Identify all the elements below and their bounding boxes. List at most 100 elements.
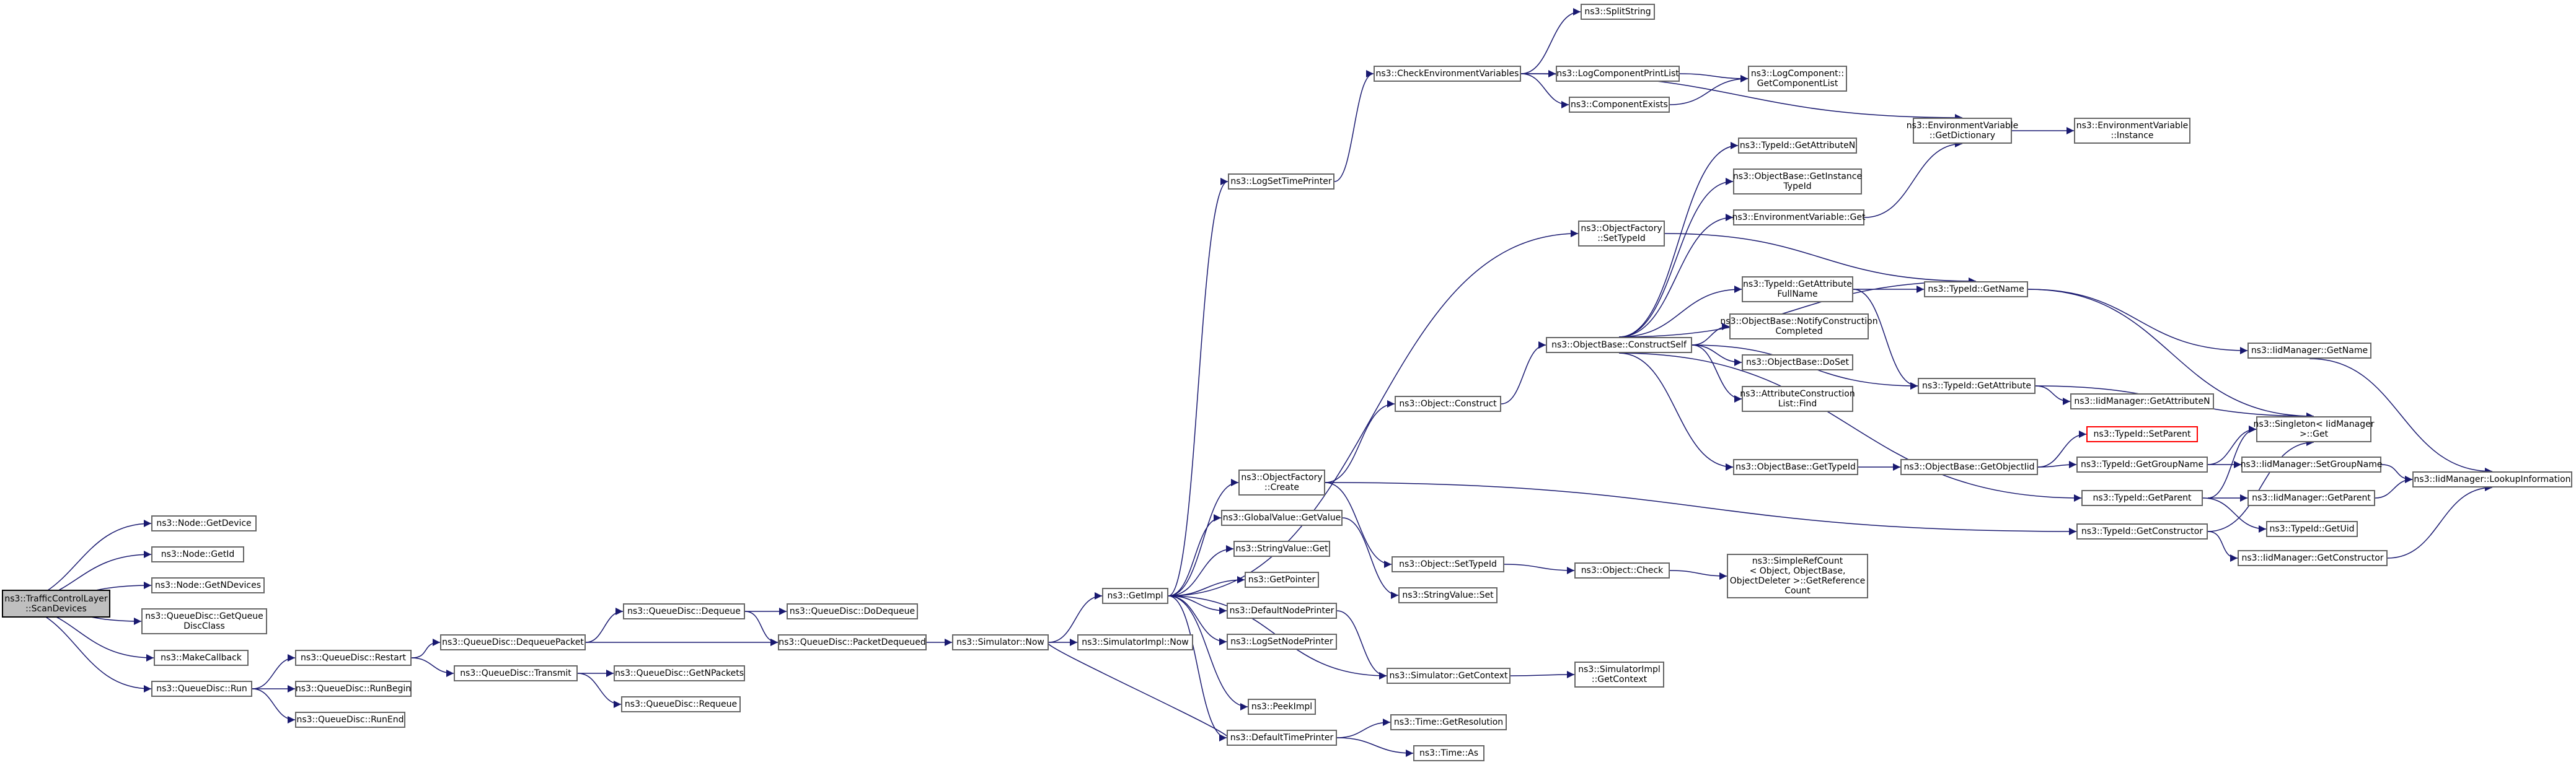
call-edge [1342, 517, 1399, 599]
node-qd-transmit[interactable]: ns3::QueueDisc::Transmit [454, 665, 578, 681]
node-default-time-printer[interactable]: ns3::DefaultTimePrinter [1227, 730, 1337, 746]
call-edge [411, 639, 441, 658]
node-string-value-set[interactable]: ns3::StringValue::Set [1398, 587, 1498, 603]
node-iidm-get-constructor[interactable]: ns3::IidManager::GetConstructor [2238, 550, 2388, 566]
node-typeid-set-parent[interactable]: ns3::TypeId::SetParent [2086, 426, 2198, 442]
call-edge [2027, 289, 2248, 354]
call-edge [2207, 531, 2238, 562]
call-edge [2309, 358, 2493, 475]
call-edge [1325, 482, 2077, 535]
node-log-component-get-list[interactable]: ns3::LogComponent::GetComponentList [1748, 66, 1847, 92]
node-object-construct[interactable]: ns3::Object::Construct [1395, 396, 1501, 412]
node-ob-construct-self[interactable]: ns3::ObjectBase::ConstructSelf [1546, 337, 1692, 353]
node-iidm-get-parent[interactable]: ns3::IidManager::GetParent [2247, 490, 2375, 506]
node-make-callback[interactable]: ns3::MakeCallback [154, 650, 249, 666]
node-get-pointer[interactable]: ns3::GetPointer [1245, 572, 1319, 588]
call-edge [252, 654, 296, 689]
node-sim-get-context[interactable]: ns3::Simulator::GetContext [1387, 668, 1511, 684]
call-edge [1168, 479, 1239, 597]
node-env-instance[interactable]: ns3::EnvironmentVariable::Instance [2074, 118, 2190, 144]
node-string-value-get[interactable]: ns3::StringValue::Get [1233, 541, 1330, 557]
node-simimpl-get-context[interactable]: ns3::SimulatorImpl::GetContext [1574, 662, 1664, 688]
node-typeid-get-constructor[interactable]: ns3::TypeId::GetConstructor [2076, 523, 2208, 540]
call-edge [2387, 484, 2493, 559]
node-peek-impl[interactable]: ns3::PeekImpl [1248, 699, 1316, 715]
node-global-value-get-value[interactable]: ns3::GlobalValue::GetValue [1221, 510, 1343, 526]
node-node-get-ndevices[interactable]: ns3::Node::GetNDevices [151, 577, 265, 593]
node-simimpl-now[interactable]: ns3::SimulatorImpl::Now [1077, 634, 1193, 650]
node-qd-get-npackets[interactable]: ns3::QueueDisc::GetNPackets [614, 665, 745, 681]
node-simple-ref-count[interactable]: ns3::SimpleRefCount< Object, ObjectBase,… [1727, 554, 1868, 598]
node-qd-run-end[interactable]: ns3::QueueDisc::RunEnd [295, 712, 405, 728]
node-qd-do-dequeue[interactable]: ns3::QueueDisc::DoDequeue [787, 603, 918, 619]
call-edge [1679, 73, 1749, 82]
node-qd-requeue[interactable]: ns3::QueueDisc::Requeue [621, 696, 741, 712]
call-edge [2037, 461, 2077, 469]
call-edge [1618, 352, 1734, 471]
node-ob-get-typeid[interactable]: ns3::ObjectBase::GetTypeId [1733, 459, 1858, 475]
call-edge [1692, 344, 1742, 366]
node-qd-run[interactable]: ns3::QueueDisc::Run [151, 681, 252, 697]
call-edge [1510, 671, 1575, 679]
call-edge [1168, 514, 1222, 597]
call-edge [1168, 595, 1227, 741]
node-singleton-get[interactable]: ns3::Singleton< IidManager>::Get [2254, 416, 2374, 442]
node-time-as[interactable]: ns3::Time::As [1413, 745, 1484, 761]
call-edge [1336, 719, 1391, 738]
call-edge [1853, 289, 1918, 390]
call-edge [1325, 400, 1395, 483]
call-edge [1336, 737, 1414, 757]
node-object-factory-set-typeid[interactable]: ns3::ObjectFactory::SetTypeId [1578, 221, 1665, 247]
node-split-string[interactable]: ns3::SplitString [1581, 4, 1655, 20]
node-qd-dequeue[interactable]: ns3::QueueDisc::Dequeue [623, 603, 745, 619]
node-env-get[interactable]: ns3::EnvironmentVariable::Get [1732, 209, 1866, 225]
node-node-get-id[interactable]: ns3::Node::GetId [151, 546, 244, 562]
node-object-check[interactable]: ns3::Object::Check [1574, 562, 1670, 579]
node-qd-packet-dequeued[interactable]: ns3::QueueDisc::PacketDequeued [778, 634, 927, 650]
node-ob-do-set[interactable]: ns3::ObjectBase::DoSet [1742, 354, 1853, 370]
node-qd-run-begin[interactable]: ns3::QueueDisc::RunBegin [295, 681, 412, 697]
node-log-set-time-printer[interactable]: ns3::LogSetTimePrinter [1228, 173, 1334, 190]
node-ob-get-object-iid[interactable]: ns3::ObjectBase::GetObjectIid [1900, 459, 2038, 475]
node-iidm-get-name[interactable]: ns3::IidManager::GetName [2247, 343, 2371, 359]
node-typeid-get-attribute[interactable]: ns3::TypeId::GetAttribute [1918, 378, 2036, 394]
call-edge [2207, 439, 2314, 532]
call-edge [1336, 610, 1387, 680]
node-object-set-typeid[interactable]: ns3::Object::SetTypeId [1392, 556, 1504, 572]
call-edge [1334, 70, 1374, 182]
node-iidm-get-attribute-n[interactable]: ns3::IidManager::GetAttributeN [2070, 393, 2214, 409]
node-typeid-get-attribute-n[interactable]: ns3::TypeId::GetAttributeN [1738, 138, 1857, 154]
node-default-node-printer[interactable]: ns3::DefaultNodePrinter [1227, 603, 1337, 619]
node-node-get-device[interactable]: ns3::Node::GetDevice [151, 515, 257, 531]
node-time-get-resolution[interactable]: ns3::Time::GetResolution [1390, 714, 1507, 730]
node-component-exists[interactable]: ns3::ComponentExists [1569, 97, 1670, 113]
node-log-component-print-list[interactable]: ns3::LogComponentPrintList [1556, 66, 1680, 82]
node-iidm-lookup-information[interactable]: ns3::IidManager::LookupInformation [2412, 471, 2572, 487]
call-edge [1501, 341, 1546, 404]
call-edge [1864, 140, 1963, 218]
call-edge [1664, 233, 1977, 285]
node-iidm-set-group-name[interactable]: ns3::IidManager::SetGroupName [2241, 457, 2382, 473]
node-check-env-vars[interactable]: ns3::CheckEnvironmentVariables [1374, 66, 1521, 82]
call-edge [1692, 323, 1730, 346]
node-typeid-get-uid[interactable]: ns3::TypeId::GetUid [2266, 521, 2358, 537]
node-log-set-node-printer[interactable]: ns3::LogSetNodePrinter [1227, 634, 1337, 650]
node-sim-now[interactable]: ns3::Simulator::Now [952, 634, 1049, 650]
call-edge [2375, 476, 2413, 499]
node-typeid-get-name[interactable]: ns3::TypeId::GetName [1924, 281, 2028, 297]
call-edge [1520, 73, 1569, 108]
node-get-impl[interactable]: ns3::GetImpl [1102, 588, 1168, 604]
node-qd-dequeue-packet[interactable]: ns3::QueueDisc::DequeuePacket [440, 634, 586, 650]
node-typeid-get-parent[interactable]: ns3::TypeId::GetParent [2081, 490, 2203, 506]
node-object-factory-create[interactable]: ns3::ObjectFactory::Create [1238, 470, 1325, 496]
node-qd-restart[interactable]: ns3::QueueDisc::Restart [295, 650, 412, 666]
node-typeid-get-group-name[interactable]: ns3::TypeId::GetGroupName [2076, 457, 2208, 473]
call-edge [2035, 385, 2071, 405]
node-env-get-dictionary[interactable]: ns3::EnvironmentVariable::GetDictionary [1907, 118, 2018, 144]
